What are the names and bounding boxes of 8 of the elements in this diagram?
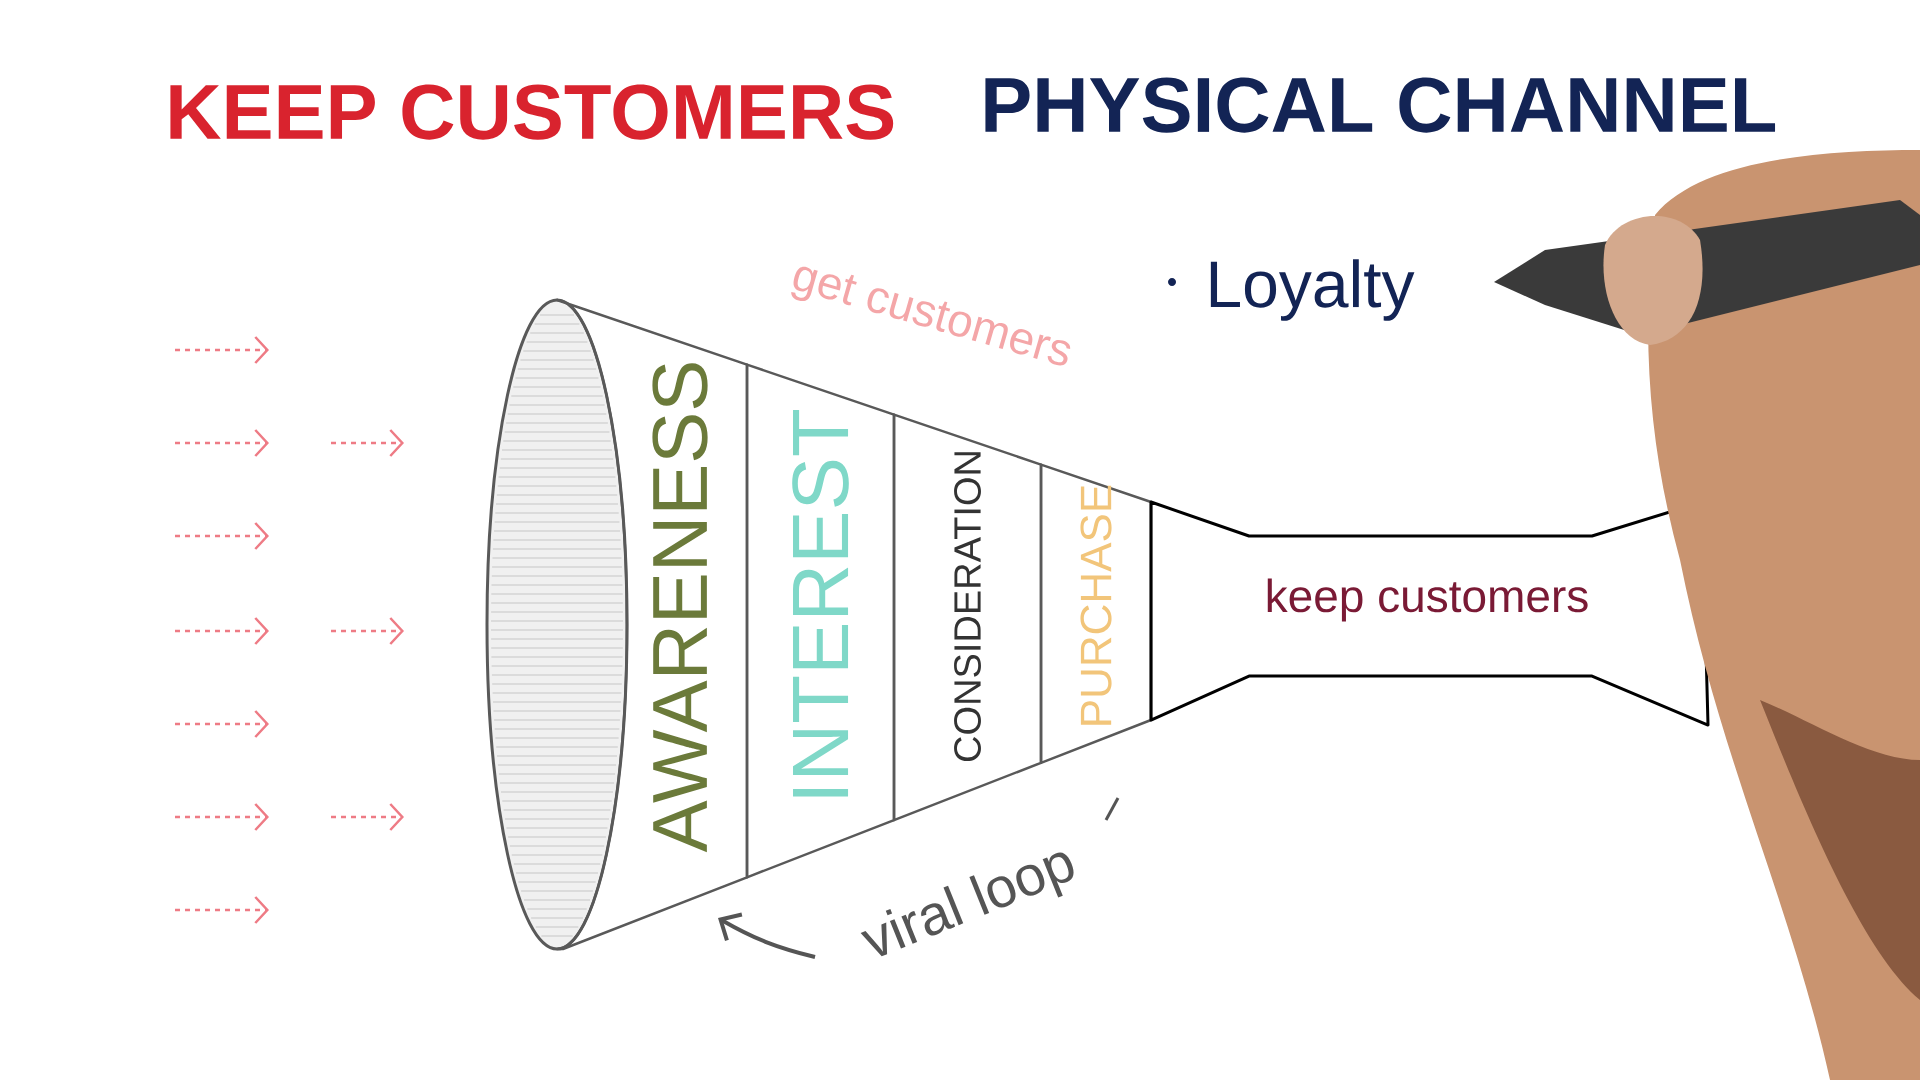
title-text: PHYSICAL CHANNEL bbox=[985, 77, 1776, 133]
annotation-text: get customers bbox=[791, 266, 1071, 366]
funnel-band: AWARENESS bbox=[555, 298, 749, 951]
annotation-text: Loyalty bbox=[1210, 259, 1415, 321]
funnel-band: PURCHASE bbox=[1039, 463, 1153, 765]
funnel-band: INTEREST bbox=[745, 363, 896, 879]
title-text: KEEP CUSTOMERS bbox=[170, 84, 894, 140]
funnel-band: CONSIDERATION bbox=[892, 413, 1043, 822]
